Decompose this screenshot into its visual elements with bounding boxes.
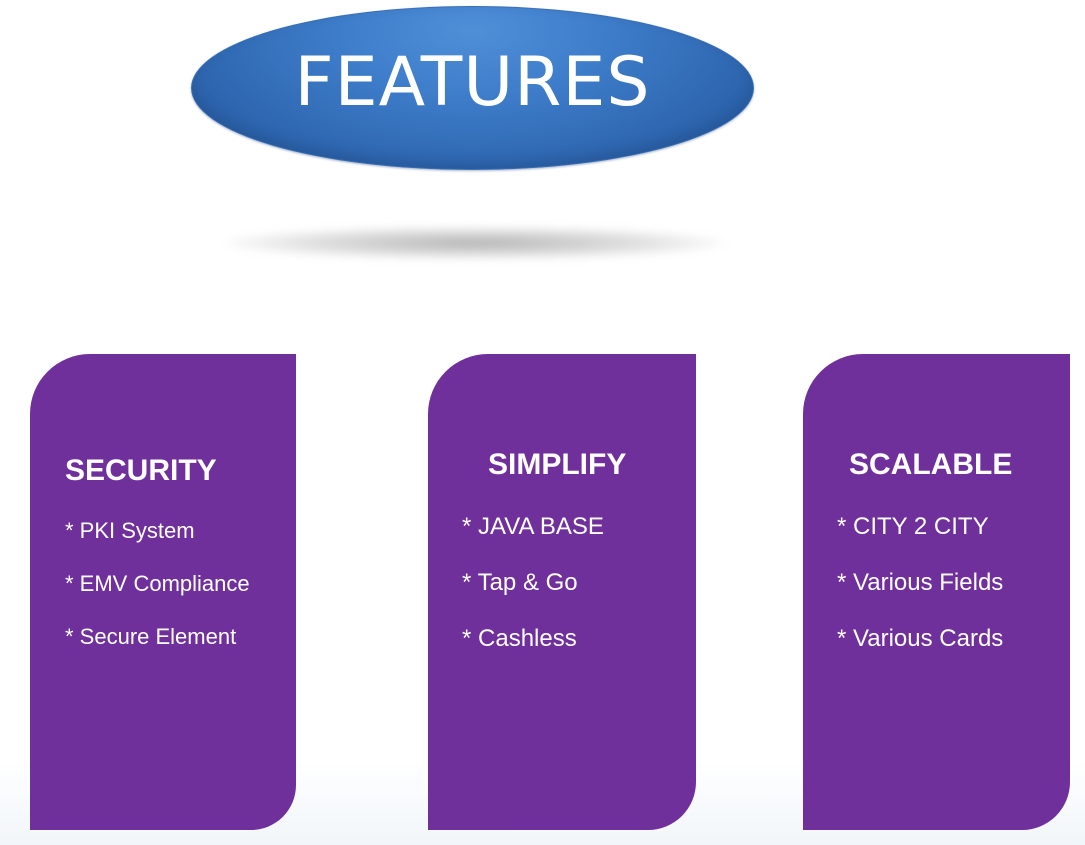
- simplify-heading: SIMPLIFY: [488, 448, 627, 481]
- scalable-item-city-2-city: * CITY 2 CITY: [837, 513, 989, 540]
- scalable-card: SCALABLE * CITY 2 CITY * Various Fields …: [803, 354, 1070, 830]
- scalable-item-various-fields: * Various Fields: [837, 569, 1004, 596]
- title-drop-shadow: [225, 226, 725, 260]
- scalable-item-various-cards: * Various Cards: [837, 625, 1004, 652]
- scalable-heading: SCALABLE: [849, 448, 1013, 481]
- security-item-pki: * PKI System: [65, 518, 195, 543]
- simplify-item-tap-go: * Tap & Go: [462, 569, 578, 596]
- features-title: FEATURES: [294, 42, 651, 122]
- security-heading: SECURITY: [65, 454, 217, 487]
- simplify-item-java-base: * JAVA BASE: [462, 513, 604, 540]
- security-item-secure-element: * Secure Element: [65, 624, 237, 649]
- simplify-card: SIMPLIFY * JAVA BASE * Tap & Go * Cashle…: [428, 354, 696, 830]
- security-item-emv: * EMV Compliance: [65, 571, 250, 596]
- simplify-item-cashless: * Cashless: [462, 625, 577, 652]
- features-title-ellipse: FEATURES: [191, 6, 754, 170]
- security-card: SECURITY * PKI System * EMV Compliance *…: [30, 354, 296, 830]
